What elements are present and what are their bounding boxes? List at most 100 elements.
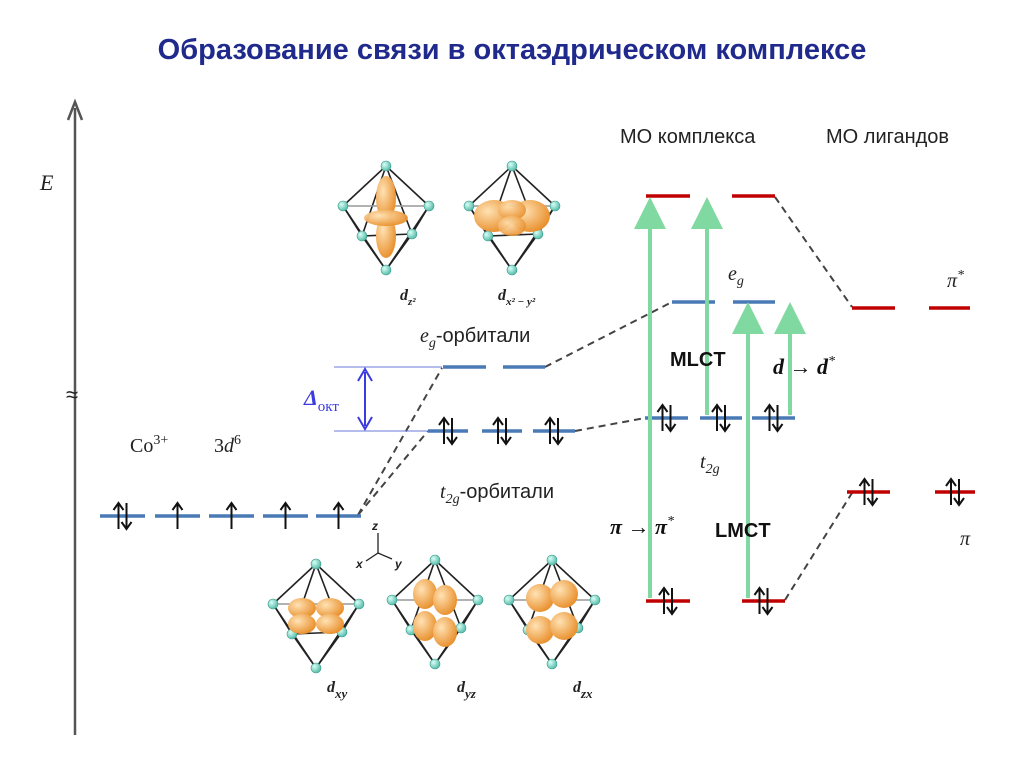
ligand-node — [506, 160, 518, 172]
delta-oct-marker: Δокт — [303, 366, 442, 432]
pi-star-sup: * — [957, 268, 964, 283]
xyz-axes-icon — [365, 533, 393, 562]
level-pi-mo-1-spin-down — [666, 588, 678, 616]
octahedron-wireframe — [267, 558, 365, 674]
dash-3d-to-t2g — [357, 430, 429, 516]
dxy-octahedron — [267, 558, 365, 674]
transition-arrows — [634, 197, 806, 598]
axis-x-label: x — [355, 557, 364, 571]
ion-charge: 3+ — [153, 433, 168, 448]
eg-right-subscript: g — [737, 274, 744, 289]
eg-symbol: e — [420, 325, 429, 347]
ligand-node — [429, 554, 441, 566]
axis-y-label: y — [394, 557, 403, 571]
svg-text:Δокт: Δокт — [303, 385, 339, 415]
level-pi-mo-2-spin-up — [753, 586, 766, 614]
d-to-d-sup: * — [828, 354, 835, 369]
level-t2g-mo-2-spin-down — [719, 405, 731, 433]
svg-text:dx² − y²: dx² − y² — [498, 287, 536, 308]
dx2y2-sub: x² − y² — [505, 296, 536, 308]
ligand-node — [356, 230, 368, 242]
ligand-node — [386, 594, 398, 606]
pi-symbol: π — [960, 528, 971, 550]
ligand-node — [482, 230, 494, 242]
svg-text:Co3+: Co3+ — [130, 433, 168, 457]
energy-levels — [100, 194, 975, 603]
correlation-lines — [357, 196, 853, 601]
dx2y2-name: d — [498, 287, 507, 304]
level-pi-mo-1-spin-up — [658, 586, 670, 614]
level-3d-1-spin-up — [112, 501, 125, 529]
ligand-node — [506, 264, 518, 276]
svg-text:t2g-орбитали: t2g-орбитали — [440, 481, 554, 507]
level-3d-2-spin-up — [171, 501, 184, 529]
t2g-right-symbol: t — [700, 451, 706, 473]
level-3d-5-spin-up — [332, 501, 345, 529]
level-pi-mo-2-spin-down — [761, 588, 774, 616]
t2g-subscript: 2g — [446, 492, 460, 507]
ligand-node — [310, 558, 322, 570]
mo-complex-label: МО комплекса — [620, 126, 756, 148]
octahedron-wireframe — [337, 160, 435, 276]
pi-to-pi-label: π → π — [610, 514, 668, 539]
dz2-sub: z² — [407, 296, 416, 308]
dash-mo-to-pistar — [774, 196, 853, 308]
svg-text:eg: eg — [728, 263, 744, 289]
level-t2g-3-spin-down — [552, 418, 564, 446]
dyz-octahedron — [386, 554, 484, 670]
dz2-octahedron — [337, 160, 435, 276]
svg-text:π*: π* — [947, 268, 964, 292]
ligand-node — [546, 554, 558, 566]
level-t2g-1-spin-down — [446, 418, 458, 446]
lmct-label: LMCT — [715, 520, 771, 542]
dash-3d-to-eg — [357, 367, 443, 516]
svg-text:eg-орбитали: eg-орбитали — [420, 325, 530, 351]
energy-axis-label: E — [39, 170, 54, 195]
ligand-node — [589, 594, 601, 606]
dz2-name: d — [400, 287, 409, 304]
mlct-label: MLCT — [670, 349, 726, 371]
t2g-orbital-images: z x y dxy dyz — [267, 519, 601, 701]
t2g-symbol: t — [440, 481, 446, 503]
level-pi-2-spin-up — [945, 477, 957, 505]
ligand-node — [549, 200, 561, 212]
t2g-right-subscript: 2g — [706, 462, 720, 477]
level-t2g-mo-1-spin-up — [656, 403, 669, 431]
level-t2g-mo-3-spin-down — [771, 405, 784, 433]
dash-mo-to-pi — [784, 492, 853, 601]
dash-eg-to-mo — [544, 301, 673, 368]
delta-symbol: Δ — [303, 385, 318, 410]
metal-ion-label: Co3+ 3d6 — [130, 433, 241, 457]
config-shell: 3 — [214, 435, 224, 457]
svg-text:dz²: dz² — [400, 287, 416, 308]
ligand-node — [267, 598, 279, 610]
ligand-node — [463, 200, 475, 212]
octahedron-wireframe — [503, 554, 601, 670]
energy-axis: E ≈ — [39, 98, 84, 735]
ligand-node — [455, 622, 467, 634]
mo-ligands-label: МО лигандов — [826, 126, 949, 148]
axis-break-symbol: ≈ — [66, 382, 78, 407]
ligand-node — [503, 594, 515, 606]
ligand-node — [546, 658, 558, 670]
dzx-octahedron — [503, 554, 601, 670]
level-t2g-2-spin-down — [500, 418, 512, 446]
level-pi-2-spin-down — [953, 479, 965, 507]
level-t2g-2-spin-up — [492, 416, 504, 444]
ligand-node — [429, 658, 441, 670]
diagram-labels: МО комплекса МО лигандов eg-орбитали t2g… — [420, 126, 971, 550]
dxy-name: d — [327, 679, 336, 696]
svg-text:dzx: dzx — [573, 679, 593, 701]
ligand-node — [337, 200, 349, 212]
level-t2g-mo-2-spin-up — [711, 403, 723, 431]
eg-right-symbol: e — [728, 263, 737, 285]
level-t2g-3-spin-up — [544, 416, 556, 444]
dzx-sub: zx — [580, 686, 593, 701]
ligand-node — [310, 662, 322, 674]
level-t2g-mo-3-spin-up — [763, 403, 776, 431]
pi-to-pi-sup: * — [667, 514, 674, 529]
ligand-node — [380, 264, 392, 276]
slide-title: Образование связи в октаэдрическом компл… — [157, 34, 867, 66]
svg-text:d → d*: d → d* — [773, 354, 835, 379]
